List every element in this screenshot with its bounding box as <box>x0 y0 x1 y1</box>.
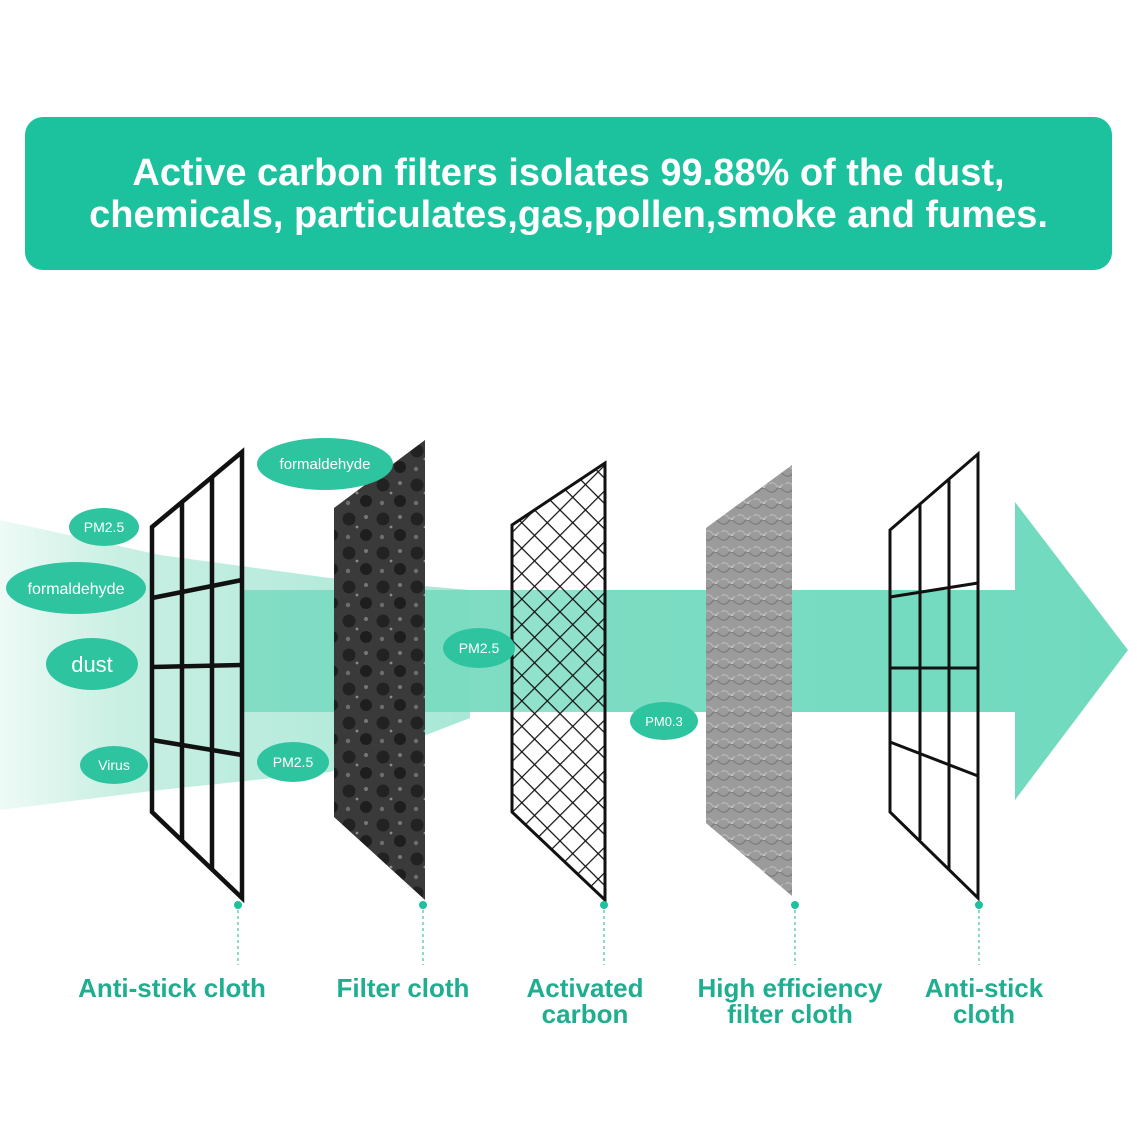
label-anti-stick-cloth-1: Anti-stick cloth <box>52 975 292 1001</box>
label-line-1: Filter cloth <box>336 973 470 1003</box>
particle-pm03: PM0.3 <box>630 702 698 740</box>
label-line-2: carbon <box>541 999 629 1029</box>
layer-filter-cloth <box>334 440 425 900</box>
headline-line-2: chemicals, particulates,gas,pollen,smoke… <box>89 193 1048 236</box>
particle-pm25-left: PM2.5 <box>69 508 139 546</box>
label-line-1: Anti-stick <box>924 973 1044 1003</box>
svg-text:PM0.3: PM0.3 <box>645 714 683 729</box>
leader-lines <box>237 910 980 965</box>
particle-virus: Virus <box>80 746 148 784</box>
layer-anti-stick-cloth-2 <box>888 450 980 902</box>
label-high-efficiency-filter-cloth: High efficiency filter cloth <box>680 975 900 1027</box>
svg-text:PM2.5: PM2.5 <box>84 519 125 535</box>
layer-activated-carbon <box>510 460 607 904</box>
label-anti-stick-cloth-2: Anti-stick cloth <box>906 975 1062 1027</box>
label-filter-cloth: Filter cloth <box>318 975 488 1001</box>
particle-formaldehyde-left: formaldehyde <box>6 562 146 614</box>
svg-text:formaldehyde: formaldehyde <box>28 581 125 598</box>
particle-dust: dust <box>46 638 138 690</box>
svg-text:dust: dust <box>71 652 113 677</box>
label-line-1: Activated <box>526 973 644 1003</box>
particle-pm25-mid: PM2.5 <box>443 628 515 668</box>
airflow-arrow <box>240 502 1128 800</box>
layer-anti-stick-cloth-1 <box>149 447 245 904</box>
label-line-1: High efficiency <box>697 973 883 1003</box>
layer-high-efficiency-filter-cloth <box>706 465 792 896</box>
particle-pm25-mid-low: PM2.5 <box>257 742 329 782</box>
svg-text:Virus: Virus <box>98 757 130 773</box>
headline-line-1: Active carbon filters isolates 99.88% of… <box>132 151 1005 194</box>
svg-text:PM2.5: PM2.5 <box>459 640 500 656</box>
svg-text:PM2.5: PM2.5 <box>273 754 314 770</box>
particle-formaldehyde-top: formaldehyde <box>257 438 393 490</box>
label-line-2: cloth <box>952 999 1016 1029</box>
label-line-2: filter cloth <box>727 999 853 1029</box>
label-activated-carbon: Activated carbon <box>505 975 665 1027</box>
svg-text:formaldehyde: formaldehyde <box>280 456 371 473</box>
label-line-1: Anti-stick cloth <box>78 973 266 1003</box>
headline-banner: Active carbon filters isolates 99.88% of… <box>25 117 1112 270</box>
leader-dots <box>234 901 983 909</box>
